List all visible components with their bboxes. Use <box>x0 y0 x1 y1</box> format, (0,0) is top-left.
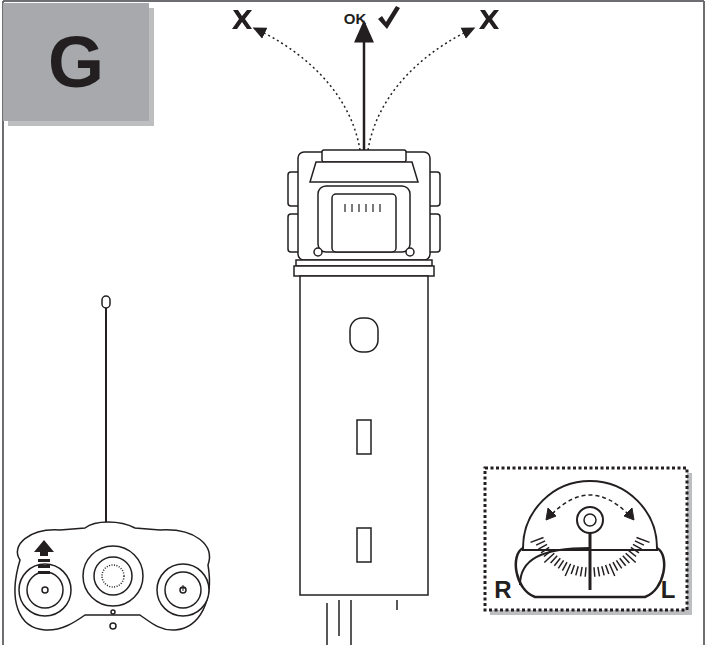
check-mark <box>378 6 400 29</box>
truck <box>288 150 440 595</box>
frame <box>3 1 704 645</box>
inset-box <box>485 468 687 610</box>
forward-arrow <box>34 540 54 574</box>
trim-left-letter: L <box>661 578 676 602</box>
step-letter: G <box>48 26 104 98</box>
wrong-marks <box>232 10 499 29</box>
direction-arrows <box>258 30 470 150</box>
trim-right-letter: R <box>494 578 511 602</box>
trim-dial <box>516 481 664 597</box>
step-letter-box: G <box>3 3 149 121</box>
motion-lines <box>327 600 397 645</box>
ok-label: OK <box>344 11 367 26</box>
remote-control <box>15 296 209 630</box>
